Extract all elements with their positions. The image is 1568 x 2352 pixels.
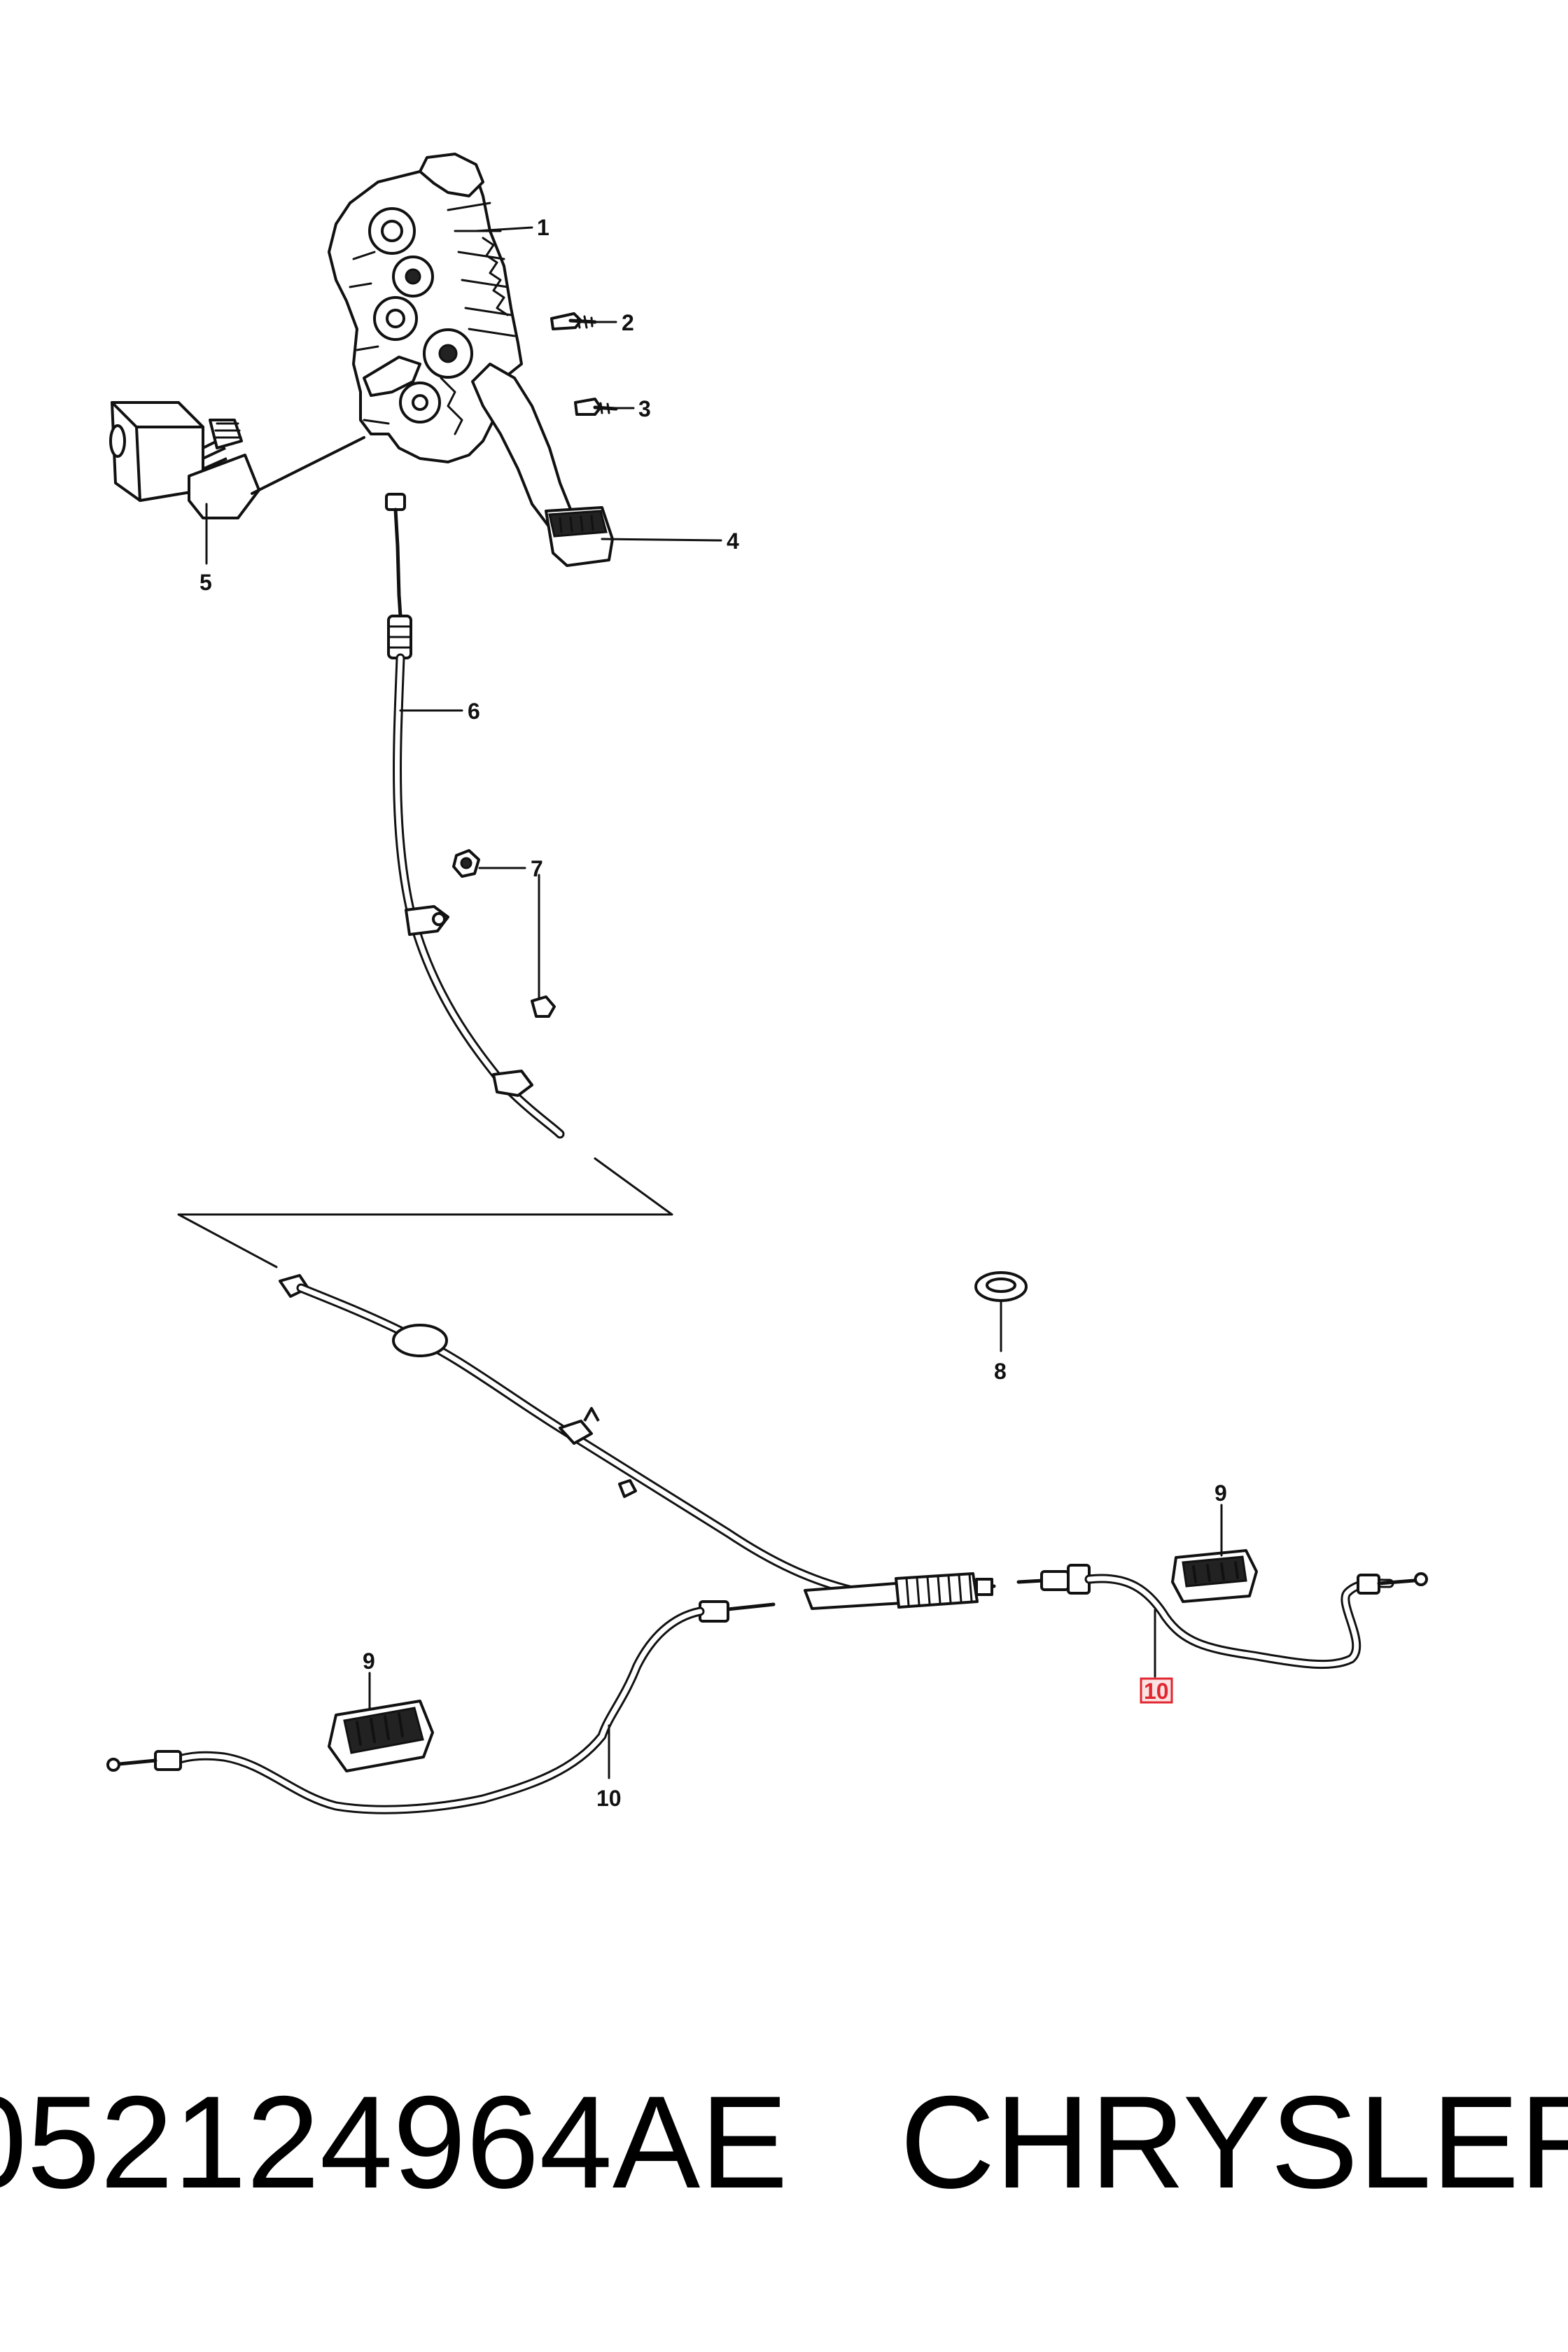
pedal-assembly[interactable] — [328, 153, 614, 567]
callouts: 1 2 3 4 5 6 7 8 9 9 10 10 — [200, 215, 1227, 1811]
callout-3[interactable]: 3 — [638, 396, 651, 421]
part-number: 052124964AE — [0, 2068, 788, 2216]
clip-nut-7[interactable] — [452, 849, 556, 1018]
brand-name: CHRYSLER — [899, 2068, 1568, 2216]
rear-cable-left[interactable] — [279, 1274, 996, 1610]
cable-bracket-right[interactable] — [1171, 1549, 1258, 1603]
callout-8[interactable]: 8 — [994, 1359, 1007, 1384]
callout-5[interactable]: 5 — [200, 570, 212, 595]
callout-1[interactable]: 1 — [537, 215, 550, 240]
callout-10-right[interactable]: 10 — [1144, 1679, 1169, 1704]
callout-7[interactable]: 7 — [531, 856, 543, 881]
callout-10-highlight-box — [1140, 1677, 1173, 1704]
front-cable[interactable] — [385, 493, 565, 1139]
callout-6[interactable]: 6 — [468, 699, 480, 724]
break-line — [177, 1157, 673, 1268]
fastener-2[interactable] — [550, 312, 597, 330]
callout-4[interactable]: 4 — [727, 528, 739, 554]
grommet-8[interactable] — [974, 1271, 1028, 1302]
fastener-3[interactable] — [574, 398, 618, 416]
rear-cable-right[interactable] — [1016, 1564, 1428, 1670]
rear-cable-left-lower[interactable] — [106, 1600, 776, 1814]
leader-lines — [205, 226, 1223, 1779]
switch-leader-line — [251, 436, 365, 495]
callout-10-left[interactable]: 10 — [596, 1786, 622, 1811]
cable-bracket-left[interactable] — [328, 1700, 434, 1772]
callout-2[interactable]: 2 — [622, 310, 634, 335]
callout-9-left[interactable]: 9 — [363, 1648, 375, 1674]
part-footer: 052124964AE CHRYSLER — [0, 2058, 1568, 2226]
brake-switch[interactable] — [109, 401, 260, 519]
callout-9-right[interactable]: 9 — [1214, 1480, 1227, 1506]
